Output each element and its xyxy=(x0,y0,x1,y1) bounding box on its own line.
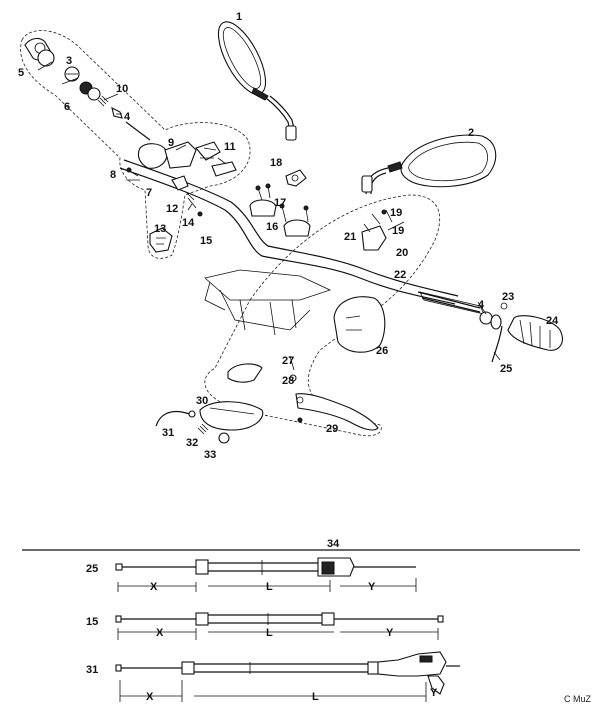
leader-lines xyxy=(37,61,501,361)
dim-y: Y xyxy=(368,581,376,593)
dim-x: X xyxy=(146,691,154,703)
callout-8: 8 xyxy=(110,169,116,181)
callout-13: 13 xyxy=(154,223,166,235)
dim-l: L xyxy=(312,691,319,703)
cable-part-number: 31 xyxy=(86,664,98,676)
callout-3: 3 xyxy=(66,55,72,67)
cable-part-number: 15 xyxy=(86,616,98,628)
callout-labels: 1 2 3 4 4 5 6 7 8 9 10 11 12 13 14 15 16… xyxy=(18,11,559,461)
right-mirror xyxy=(361,134,497,195)
callout-15: 15 xyxy=(200,235,212,247)
callout-2: 2 xyxy=(468,127,474,139)
cable-15: 15 X L Y xyxy=(86,612,444,640)
callout-19: 19 xyxy=(392,225,404,237)
callout-30: 30 xyxy=(196,395,208,407)
cable-25: 25 X L Y xyxy=(86,557,417,593)
callout-7: 7 xyxy=(146,187,152,199)
callout-16: 16 xyxy=(266,221,278,233)
callout-24: 24 xyxy=(546,315,559,327)
left-grip-parts xyxy=(24,37,237,253)
left-mirror xyxy=(217,21,297,141)
callout-14: 14 xyxy=(182,217,195,229)
callout-28: 28 xyxy=(282,375,294,387)
callout-21: 21 xyxy=(344,231,356,243)
callout-33: 33 xyxy=(204,449,216,461)
callout-25: 25 xyxy=(500,363,512,375)
clamp-parts xyxy=(249,169,393,251)
handlebar xyxy=(119,159,485,315)
callout-26: 26 xyxy=(376,345,388,357)
cable-group-number: 34 xyxy=(327,538,340,550)
throttle-assembly xyxy=(333,296,563,363)
callout-6: 6 xyxy=(64,101,70,113)
left-switch-group-outline xyxy=(20,30,251,259)
callout-4: 4 xyxy=(124,111,131,123)
cable-31: 31 X L Y xyxy=(86,651,460,703)
callout-32: 32 xyxy=(186,437,198,449)
callout-18: 18 xyxy=(270,157,282,169)
callout-20: 20 xyxy=(396,247,408,259)
callout-9: 9 xyxy=(168,137,174,149)
callout-12: 12 xyxy=(166,203,178,215)
callout-4: 4 xyxy=(478,299,485,311)
dim-y: Y xyxy=(386,627,394,639)
callout-22: 22 xyxy=(394,269,406,281)
dim-l: L xyxy=(266,581,273,593)
levers xyxy=(227,355,379,431)
cable-part-number: 25 xyxy=(86,563,98,575)
frame-outline xyxy=(204,269,332,336)
dim-y: Y xyxy=(430,687,438,699)
dim-x: X xyxy=(150,581,158,593)
dim-x: X xyxy=(156,627,164,639)
callout-5: 5 xyxy=(18,67,24,79)
callout-11: 11 xyxy=(224,141,236,153)
callout-17: 17 xyxy=(274,197,286,209)
callout-29: 29 xyxy=(326,423,338,435)
dim-l: L xyxy=(266,627,273,639)
callout-10: 10 xyxy=(116,83,128,95)
callout-1: 1 xyxy=(236,11,242,23)
callout-27: 27 xyxy=(282,355,294,367)
callout-19: 19 xyxy=(390,207,402,219)
callout-31: 31 xyxy=(162,427,174,439)
lower-small-parts xyxy=(155,401,264,444)
copyright-mark: C MuZ xyxy=(564,694,592,704)
callout-23: 23 xyxy=(502,291,514,303)
